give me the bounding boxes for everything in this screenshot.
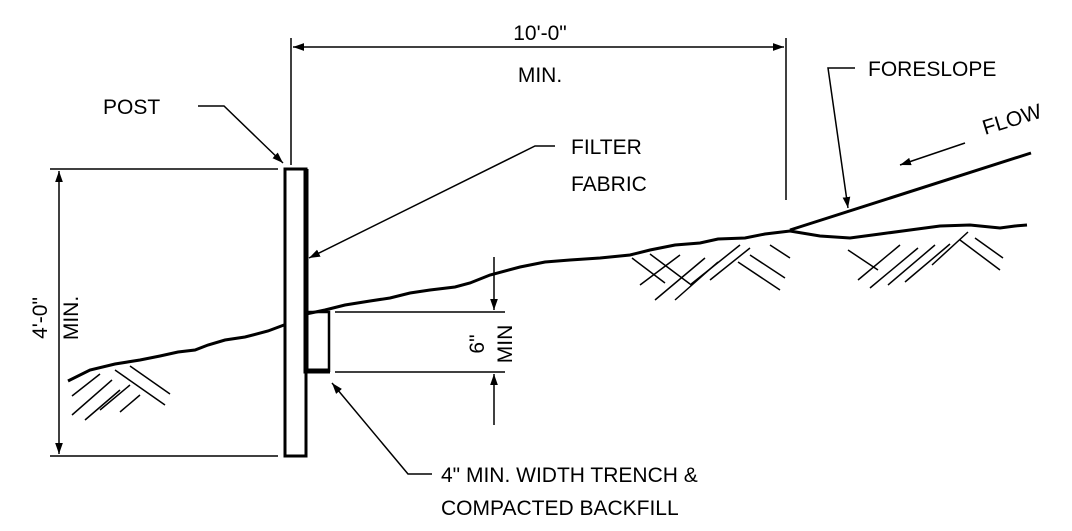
ground-line-left	[67, 323, 285, 383]
depth-dimension	[335, 257, 505, 425]
foreslope-line	[789, 151, 1032, 232]
trench-label-line2: COMPACTED BACKFILL	[441, 497, 679, 520]
width-dimension	[290, 38, 787, 200]
foreslope-leader	[827, 67, 855, 209]
width-dimension-label: 10'-0"	[513, 22, 567, 45]
soil-hatch-left	[71, 365, 171, 421]
filter-fabric-leader	[308, 145, 555, 259]
height-min-label: MIN.	[60, 296, 83, 340]
depth-dimension-label: 6"	[466, 334, 489, 353]
filter-fabric-label-line1: FILTER	[571, 136, 642, 159]
soil-hatch-right	[847, 231, 1004, 289]
soil-hatch-middle	[631, 244, 791, 301]
width-min-label: MIN.	[518, 64, 562, 87]
flow-label: FLOW	[980, 100, 1045, 140]
filter-fabric	[303, 169, 330, 374]
post-label: POST	[103, 96, 160, 119]
flow-arrow	[899, 142, 966, 166]
height-dimension	[50, 168, 278, 457]
trench-label-line1: 4" MIN. WIDTH TRENCH &	[441, 464, 698, 487]
filter-fabric-label-line2: FABRIC	[571, 173, 647, 196]
post-leader	[198, 105, 284, 164]
depth-min-label: MIN	[494, 325, 517, 364]
trench-leader	[331, 382, 432, 475]
foreslope-label: FORESLOPE	[868, 58, 996, 81]
trench-outline	[306, 310, 331, 372]
post	[283, 167, 308, 458]
height-dimension-label: 4'-0"	[29, 297, 52, 339]
ground-line-right	[305, 223, 1028, 316]
